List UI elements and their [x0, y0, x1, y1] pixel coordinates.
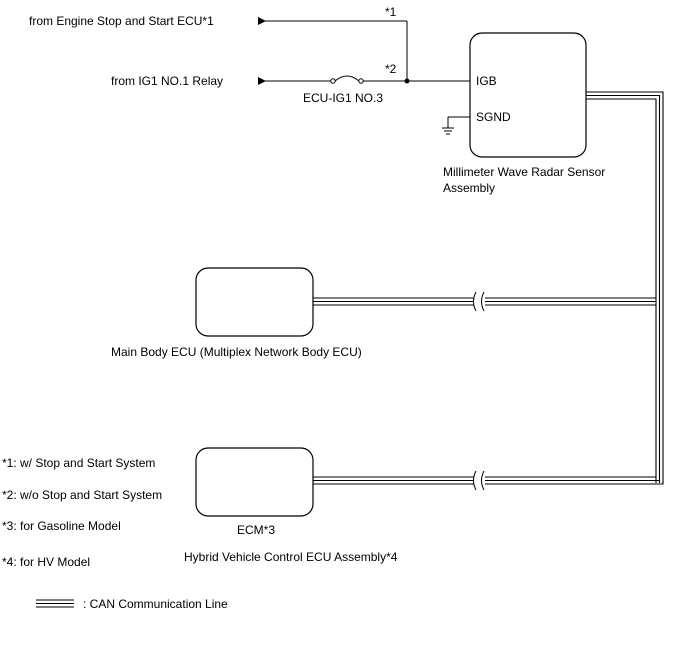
main-body-ecu-box [195, 267, 314, 337]
ground-icon [442, 116, 470, 135]
fuse-symbol [334, 75, 360, 82]
radar-name-line2: Assembly [443, 181, 495, 195]
arrow-ig1-relay [258, 77, 266, 85]
main-body-ecu-label: Main Body ECU (Multiplex Network Body EC… [111, 345, 362, 359]
fuse-label: ECU-IG1 NO.3 [303, 91, 383, 105]
input-wiring [258, 20, 470, 82]
arrow-engine-stop-start [258, 17, 266, 25]
line-break-marks [473, 291, 485, 491]
can-radar-branch [586, 91, 664, 483]
fuse-terminal-left [330, 78, 336, 84]
note-2: *2: w/o Stop and Start System [2, 488, 162, 502]
radar-pin-igb: IGB [476, 74, 497, 88]
mark-star2: *2 [385, 62, 397, 76]
note-4: *4: for HV Model [2, 555, 90, 569]
can-bus [313, 91, 664, 485]
fuse-terminal-right [358, 78, 364, 84]
radar-sensor-box [469, 32, 587, 158]
hv-control-ecu-label: Hybrid Vehicle Control ECU Assembly*4 [184, 550, 398, 564]
engine-stop-start-label: from Engine Stop and Start ECU*1 [29, 14, 214, 28]
radar-name-line1: Millimeter Wave Radar Sensor [443, 165, 605, 179]
note-3: *3: for Gasoline Model [2, 519, 121, 533]
ig1-relay-label: from IG1 NO.1 Relay [111, 74, 223, 88]
note-1: *1: w/ Stop and Start System [2, 456, 155, 470]
ecm-box [195, 447, 314, 517]
radar-pin-sgnd: SGND [476, 110, 511, 124]
legend-can-line-icon [36, 599, 74, 608]
junction-dot [404, 78, 410, 84]
mark-star1: *1 [385, 5, 397, 19]
ecm-label: ECM*3 [237, 523, 275, 537]
legend-can-line-label: : CAN Communication Line [83, 597, 228, 611]
